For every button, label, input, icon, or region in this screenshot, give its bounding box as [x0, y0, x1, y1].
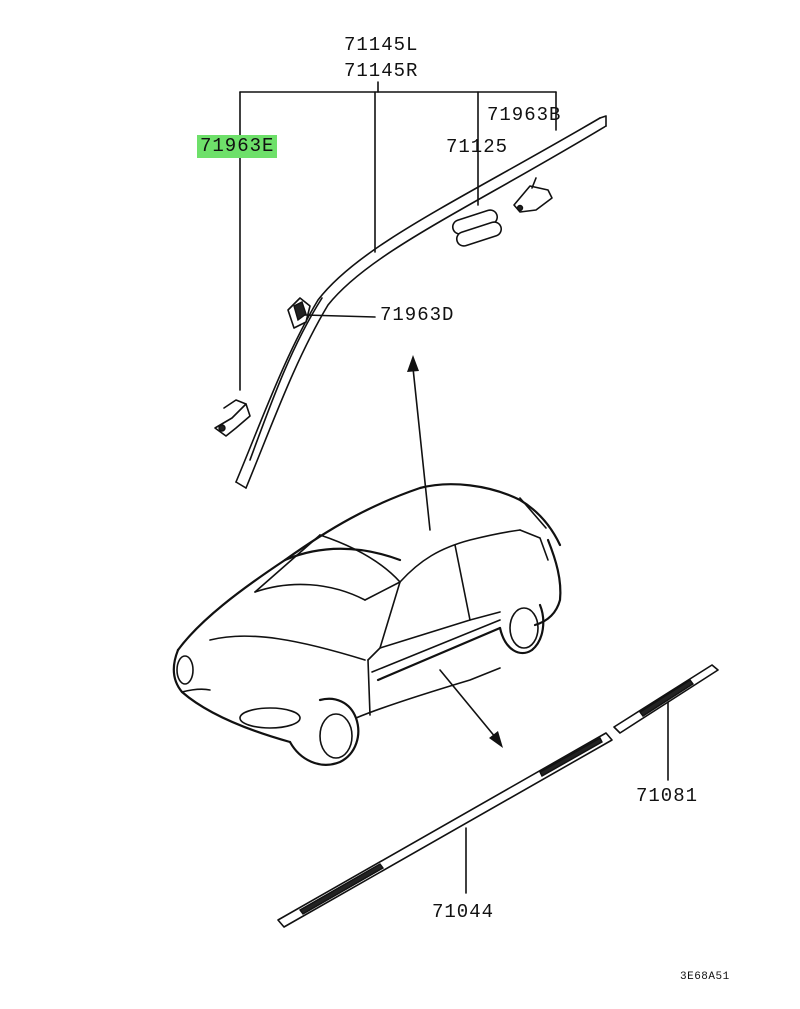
moulding-71081: [613, 664, 719, 781]
clip-71963e: [214, 399, 251, 437]
label-71044: 71044: [432, 901, 495, 923]
label-71963b: 71963B: [487, 104, 562, 126]
label-71963d: 71963D: [380, 304, 455, 326]
diagram-code: 3E68A51: [680, 971, 730, 983]
label-71125: 71125: [446, 136, 509, 158]
moulding-71044: [277, 732, 613, 928]
label-71145r: 71145R: [344, 60, 419, 82]
clip-71963b: [513, 177, 553, 213]
roof-moulding: [235, 115, 607, 489]
arrows: [407, 355, 503, 748]
spacer-71125: [451, 209, 503, 247]
leader-71145: [239, 81, 557, 391]
label-71145l: 71145L: [344, 34, 419, 56]
car-illustration: [172, 483, 562, 766]
clip-71963d: [287, 297, 376, 329]
label-71963e: 71963E: [197, 135, 278, 158]
label-71081: 71081: [636, 785, 699, 807]
